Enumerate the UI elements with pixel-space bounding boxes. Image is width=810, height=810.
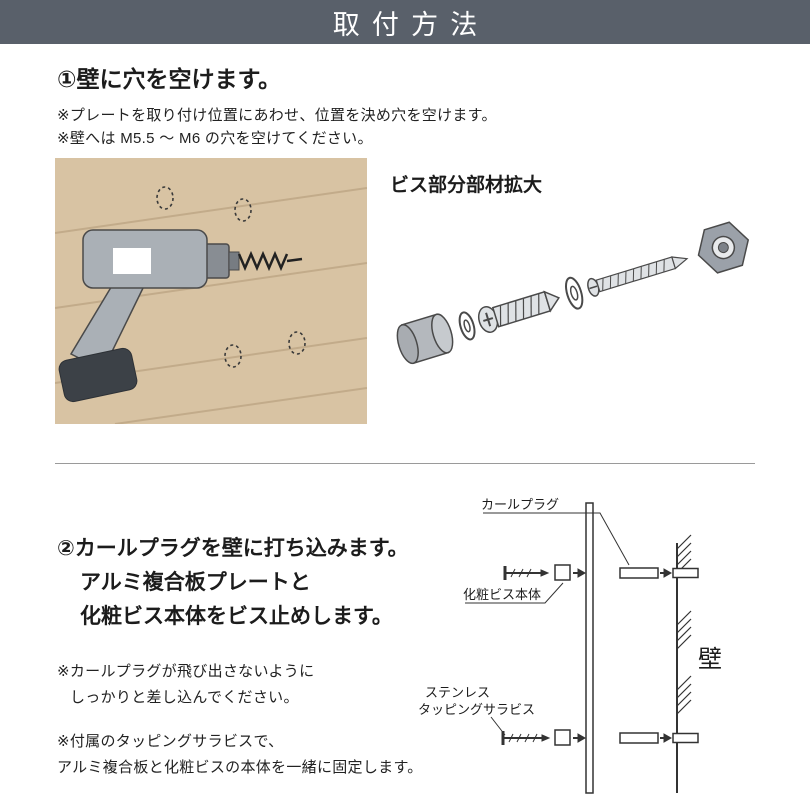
step1-heading: ①壁に穴を空けます。 [57, 66, 282, 92]
parts-diagram-label: ビス部分部材拡大 [390, 175, 543, 196]
wall-label: 壁 [698, 646, 722, 673]
deco-screw-leader [465, 582, 564, 604]
page-title: 取付方法 [332, 9, 490, 40]
step2-note2-line2: アルミ複合板と化粧ビスの本体を一緒に固定します。 [57, 759, 423, 776]
step2-heading-line2: アルミ複合板プレートと [80, 571, 311, 594]
assembly-row-top [503, 564, 699, 581]
wall-hatching [676, 534, 692, 715]
curl-plug-leader [483, 512, 630, 566]
drill-battery [58, 347, 138, 403]
assembly-row-bottom [501, 729, 699, 746]
page-header: 取付方法 [0, 0, 810, 44]
wall-assembly-diagram: 壁 カールプラグ 化粧ビス本体 ステンレス タッピングサラビス [418, 497, 722, 794]
section-divider [55, 463, 755, 464]
deco-screw-label: 化粧ビス本体 [463, 587, 541, 602]
curl-plug-label: カールプラグ [481, 497, 559, 512]
step2-heading-line1: ②カールプラグを壁に打ち込みます。 [57, 537, 409, 560]
coarse-thread-screw [477, 290, 560, 333]
stainless-label-line2: タッピングサラビス [418, 702, 535, 717]
washer-large [565, 276, 584, 310]
washer-small [458, 311, 476, 341]
step2-note1-line2: しっかりと差し込んでください。 [70, 689, 299, 706]
drill-label-plate [113, 248, 151, 274]
step2-note1-line1: ※カールプラグが飛び出さないように [57, 663, 315, 680]
stainless-label-line1: ステンレス [425, 685, 490, 700]
step2-note2-line1: ※付属のタッピングサラビスで、 [57, 733, 284, 750]
screw-bit [237, 250, 289, 272]
drill-wall-illustration [55, 158, 367, 424]
screw-bit-tip [286, 257, 303, 263]
hex-nut [697, 221, 750, 274]
screw-parts-exploded-diagram [396, 221, 750, 365]
step2-heading-line3: 化粧ビス本体をビス止めします。 [80, 605, 393, 628]
drill-icon [58, 229, 303, 403]
step1-note-1: ※プレートを取り付け位置にあわせ、位置を決め穴を空けます。 [57, 107, 497, 124]
step1-note-2: ※壁へは M5.5 ～ M6 の穴を空けてください。 [57, 130, 373, 147]
decorative-cap [396, 313, 454, 365]
aluminum-plate [585, 502, 594, 794]
drill-nose [228, 251, 240, 271]
tapping-screw [587, 256, 689, 297]
